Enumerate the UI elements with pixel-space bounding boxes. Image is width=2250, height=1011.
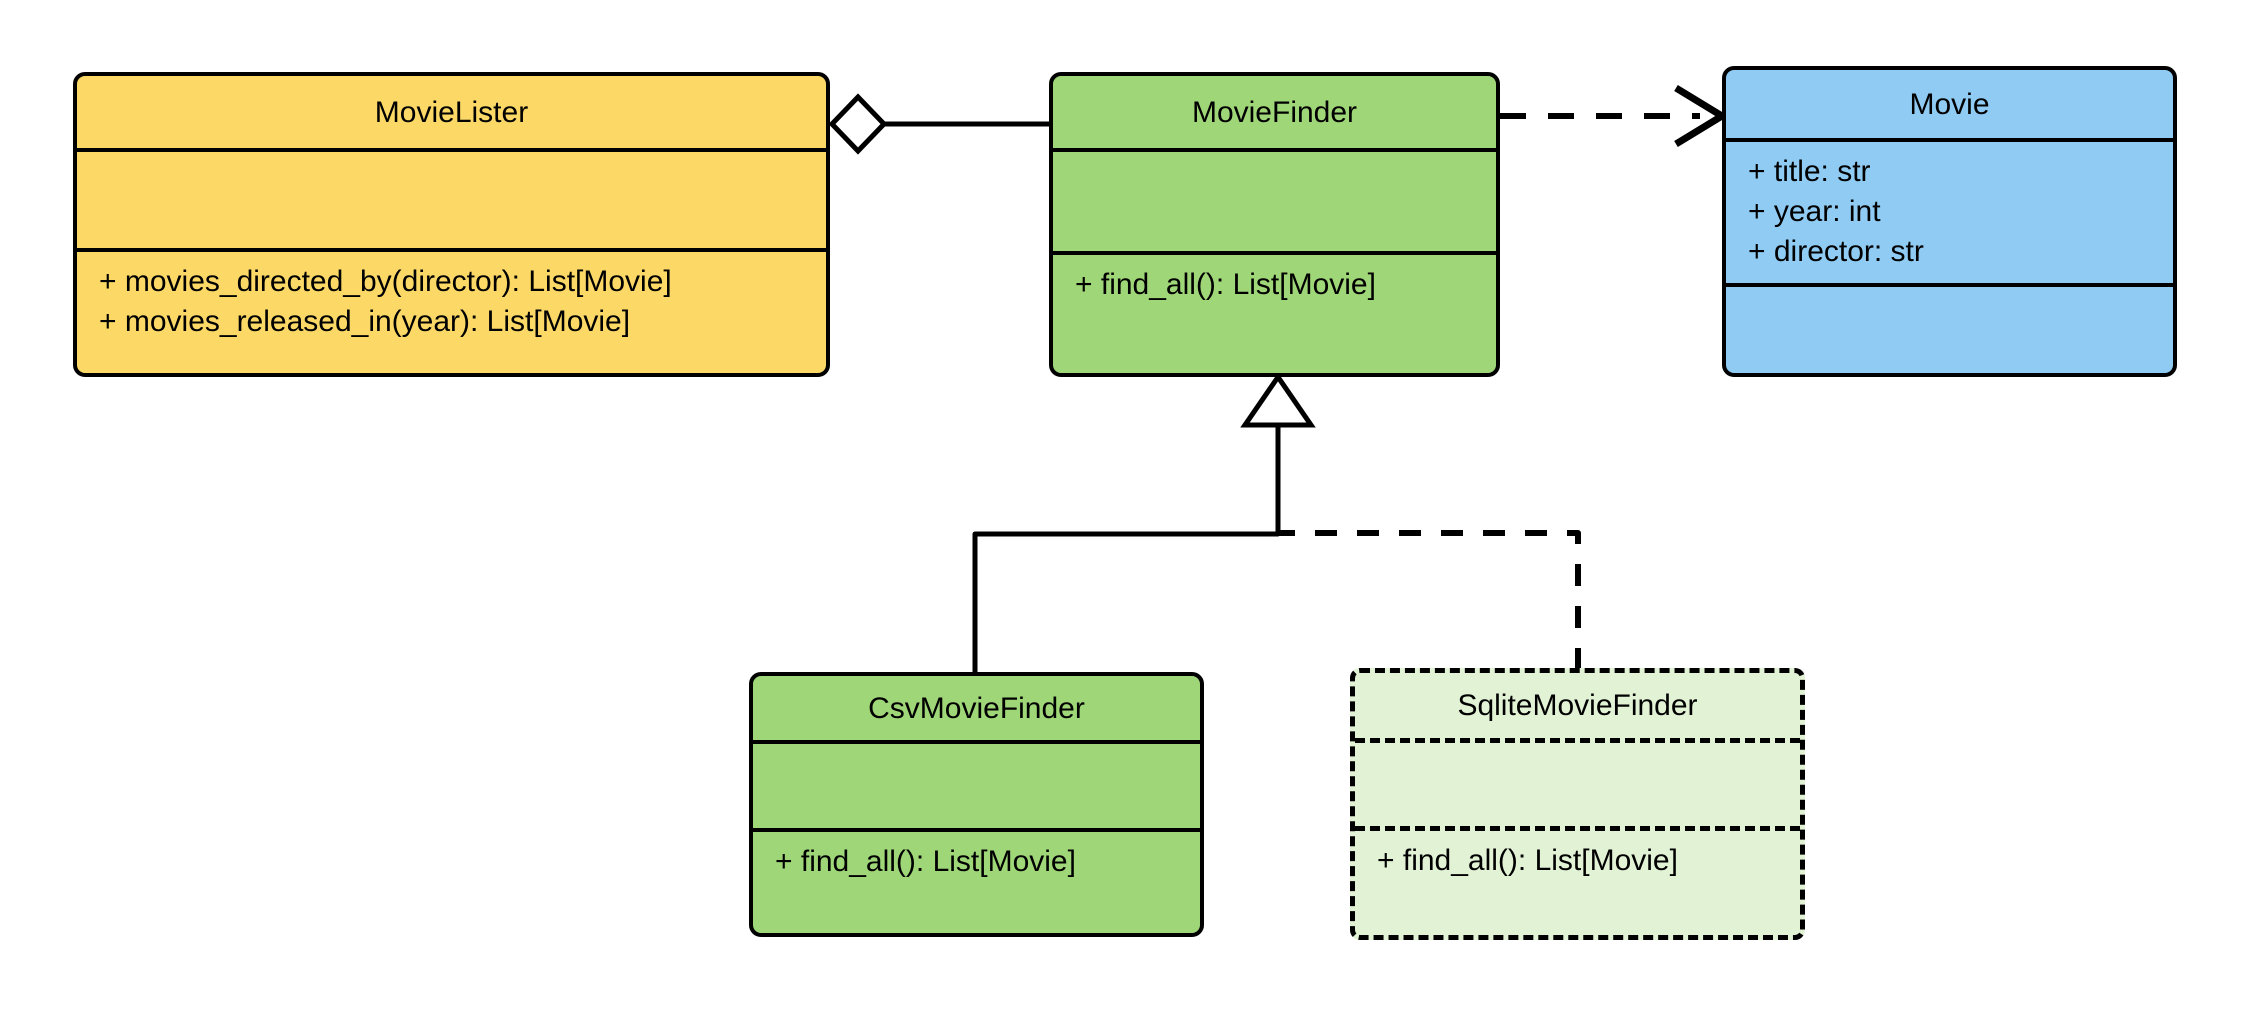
generalization-line-sqlite [1278,530,1581,670]
class-operations-csv-movie-finder: + find_all(): List[Movie] [753,832,1200,933]
class-operations-sqlite-movie-finder: + find_all(): List[Movie] [1355,831,1800,935]
class-attributes-movie-lister [77,152,826,252]
class-operations-movie [1726,287,2173,373]
operation-row: + find_all(): List[Movie] [1075,268,1376,301]
operation-row: + movies_directed_by(director): List[Mov… [99,265,672,298]
relationship-aggregation-lister-finder [828,93,1049,155]
attribute-row: + director: str [1748,235,1924,269]
class-box-movie-finder[interactable]: MovieFinder + find_all(): List[Movie] [1049,72,1500,377]
operation-row: + find_all(): List[Movie] [1377,844,1678,877]
class-box-movie[interactable]: Movie + title: str + year: int + directo… [1722,66,2177,377]
open-arrow-marker [1674,85,1729,147]
relationship-generalization-sqlite-finder [1278,530,1581,670]
generalization-line-csv [972,417,1281,672]
class-operations-movie-lister: + movies_directed_by(director): List[Mov… [77,252,826,373]
class-attributes-sqlite-movie-finder [1355,743,1800,831]
class-attributes-movie-finder [1053,152,1496,255]
operation-row: + find_all(): List[Movie] [775,845,1076,878]
class-box-csv-movie-finder[interactable]: CsvMovieFinder + find_all(): List[Movie] [749,672,1204,937]
class-name-movie-lister: MovieLister [77,76,826,152]
class-box-movie-lister[interactable]: MovieLister + movies_directed_by(directo… [73,72,830,377]
class-name-sqlite-movie-finder: SqliteMovieFinder [1355,673,1800,743]
class-attributes-movie: + title: str + year: int + director: str [1726,142,2173,287]
operation-row: + movies_released_in(year): List[Movie] [99,305,631,339]
class-name-movie: Movie [1726,70,2173,142]
attribute-row: + year: int [1748,195,1881,229]
attribute-row: + title: str [1748,155,1871,188]
class-box-sqlite-movie-finder[interactable]: SqliteMovieFinder + find_all(): List[Mov… [1350,668,1805,940]
class-name-movie-finder: MovieFinder [1053,76,1496,152]
hollow-diamond-marker [828,93,888,155]
class-operations-movie-finder: + find_all(): List[Movie] [1053,255,1496,373]
relationship-generalization-csv-finder [972,372,1316,672]
relationship-dependency-finder-movie [1500,85,1729,147]
class-attributes-csv-movie-finder [753,744,1200,832]
class-name-csv-movie-finder: CsvMovieFinder [753,676,1200,744]
hollow-triangle-marker-csv [1240,372,1316,428]
